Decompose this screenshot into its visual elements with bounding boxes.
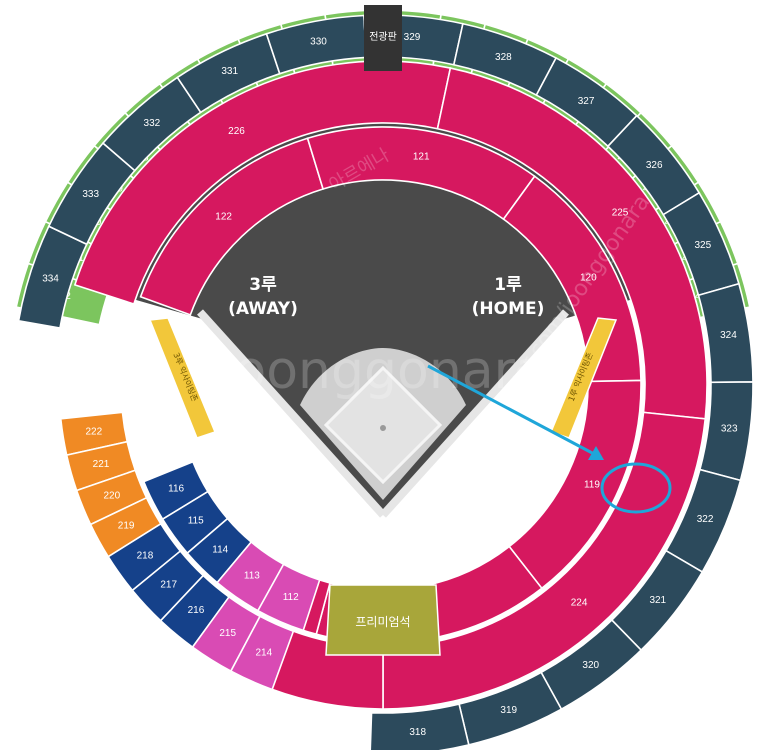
section-323[interactable] xyxy=(698,381,754,482)
highlight-arrow xyxy=(427,364,597,457)
first-base-label: 1루 xyxy=(494,275,522,295)
away-label: (AWAY) xyxy=(228,299,298,319)
third-base-foul-line xyxy=(197,309,386,518)
highlight-arrowhead xyxy=(588,446,604,460)
scoreboard-label: 전광판 xyxy=(369,31,397,43)
premium-label: 프리미엄석 xyxy=(355,615,410,629)
premium-seat-section[interactable] xyxy=(325,584,441,656)
section-214[interactable] xyxy=(229,615,295,691)
highlight-ellipse-207 xyxy=(600,462,672,514)
home-label: (HOME) xyxy=(472,299,545,319)
pitchers-mound xyxy=(380,425,386,431)
section-112[interactable] xyxy=(256,563,321,632)
section-318[interactable] xyxy=(369,703,470,750)
scoreboard-block xyxy=(364,5,402,71)
exciting-zone-left[interactable] xyxy=(148,317,216,439)
first-base-foul-line xyxy=(380,309,569,518)
third-base-label: 3루 xyxy=(249,275,277,295)
